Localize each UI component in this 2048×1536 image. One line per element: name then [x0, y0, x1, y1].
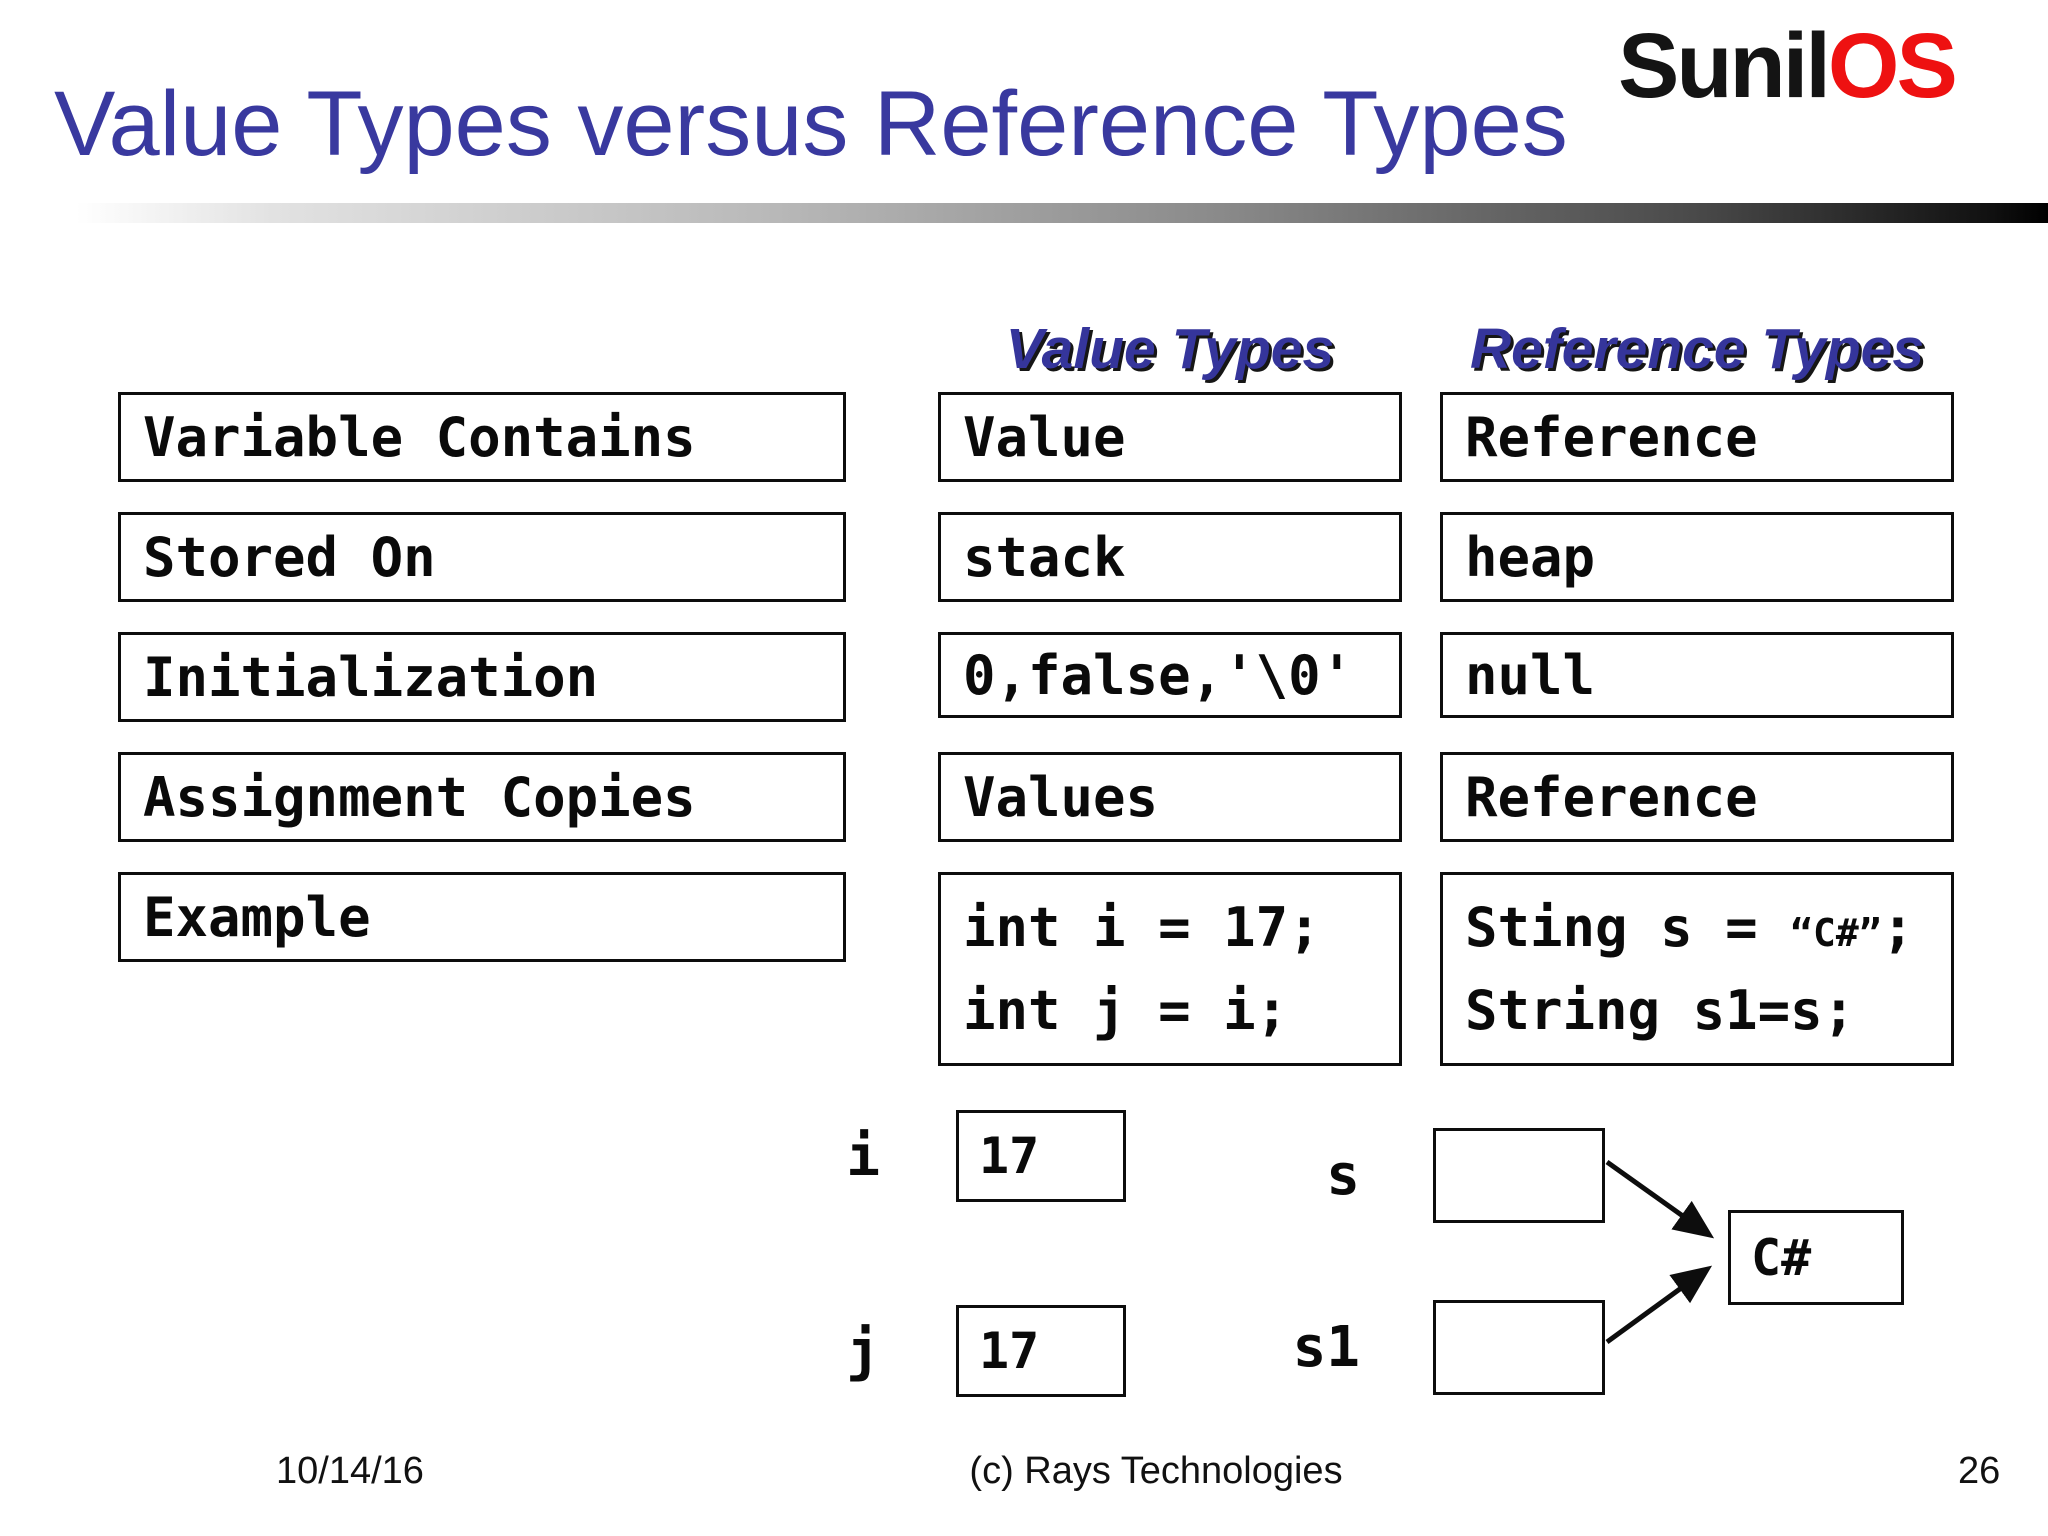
var-j-box: 17 [956, 1305, 1126, 1397]
arrow-s1-to-heap [1605, 1265, 1713, 1345]
var-s-label: s [1326, 1143, 1360, 1208]
value-box-initialization: 0,false,'\0' [938, 632, 1402, 718]
title-divider-bar [76, 203, 2048, 223]
arrow-s-to-heap [1605, 1159, 1715, 1239]
row-label-variable-contains: Variable Contains [118, 392, 846, 482]
page-number: 26 [1958, 1450, 2001, 1492]
value-example-line1: int i = 17; [963, 895, 1321, 959]
footer-date: 10/14/16 [276, 1450, 424, 1492]
var-s-box [1433, 1128, 1605, 1223]
var-s1-label: s1 [1292, 1315, 1360, 1380]
footer-copyright: (c) Rays Technologies [969, 1450, 1343, 1492]
value-box-value: Value [938, 392, 1402, 482]
value-example-line2: int j = i; [963, 979, 1289, 1043]
reference-example-line2: String s1=s; [1465, 979, 1856, 1043]
page-title: Value Types versus Reference Types [54, 73, 1568, 175]
value-types-header: Value Types [1005, 317, 1335, 381]
row-label-initialization: Initialization [118, 632, 846, 722]
var-i-label: i [846, 1123, 880, 1189]
var-j-value: 17 [979, 1322, 1040, 1380]
reference-types-header: Reference Types [1469, 317, 1925, 381]
value-box-stack: stack [938, 512, 1402, 602]
var-i-box: 17 [956, 1110, 1126, 1202]
string-literal: “C#” [1790, 910, 1882, 955]
row-label-example: Example [118, 872, 846, 962]
heap-object-box: C# [1728, 1210, 1904, 1305]
logo-sunil-text: Sunil [1618, 15, 1831, 117]
row-label-assignment-copies: Assignment Copies [118, 752, 846, 842]
row-label-stored-on: Stored On [118, 512, 846, 602]
value-example-box: int i = 17; int j = i; [938, 872, 1402, 1066]
var-s1-box [1433, 1300, 1605, 1395]
reference-example-line1: Sting s = “C#”; [1465, 895, 1915, 959]
reference-example-box: Sting s = “C#”; String s1=s; [1440, 872, 1954, 1066]
reference-box-reference2: Reference [1440, 752, 1954, 842]
heap-object-value: C# [1751, 1228, 1812, 1287]
value-box-values: Values [938, 752, 1402, 842]
var-i-value: 17 [979, 1127, 1040, 1185]
reference-box-reference: Reference [1440, 392, 1954, 482]
reference-box-null: null [1440, 632, 1954, 718]
sunilos-logo: SunilOS [1618, 14, 1958, 119]
logo-os-text: OS [1827, 15, 1958, 117]
reference-box-heap: heap [1440, 512, 1954, 602]
var-j-label: j [846, 1318, 880, 1384]
